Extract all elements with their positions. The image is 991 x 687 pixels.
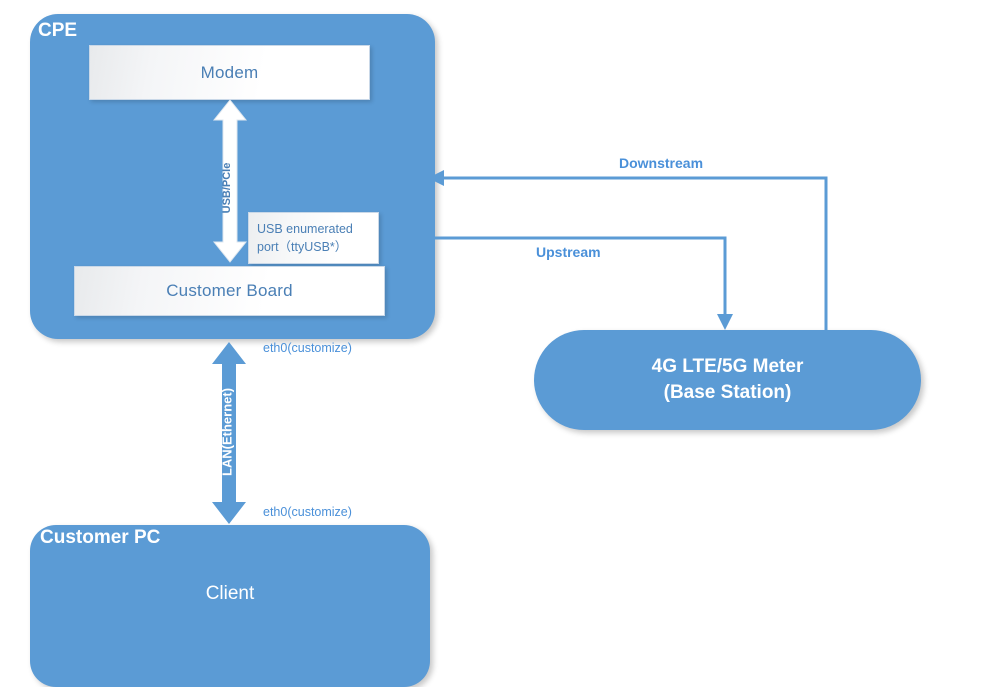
usb-note-text: USB enumerated port（ttyUSB*）: [257, 220, 353, 256]
usb-note-line2: port（ttyUSB*）: [257, 240, 348, 254]
base-station-line1: 4G LTE/5G Meter: [651, 355, 804, 377]
downstream-connector: [428, 170, 828, 332]
customer-pc-title: Customer PC: [40, 527, 161, 548]
modem-label: Modem: [200, 62, 259, 82]
usb-pcie-label: USB/PCIe: [221, 162, 233, 214]
usb-note-line1: USB enumerated: [257, 221, 353, 236]
base-station-line2: (Base Station): [663, 382, 792, 403]
customer-pc-container[interactable]: Client: [30, 525, 430, 687]
eth0-label-bottom: eth0(customize): [263, 505, 352, 519]
client-label: Client: [205, 583, 255, 604]
downstream-label: Downstream: [619, 155, 704, 171]
eth0-label-top: eth0(customize): [263, 341, 352, 355]
lan-ethernet-label: LAN(Ethernet): [219, 387, 235, 477]
cpe-title: CPE: [38, 20, 78, 41]
usb-pcie-arrow: USB/PCIe: [210, 98, 250, 264]
base-station-label: 4G LTE/5G Meter (Base Station): [652, 354, 804, 406]
lan-ethernet-arrow: LAN(Ethernet): [208, 340, 250, 526]
customer-board-label: Customer Board: [166, 281, 293, 300]
upstream-label: Upstream: [536, 244, 601, 260]
base-station-container[interactable]: 4G LTE/5G Meter (Base Station): [534, 330, 921, 430]
customer-board-box[interactable]: Customer Board: [74, 266, 385, 316]
modem-box[interactable]: Modem: [89, 45, 370, 100]
usb-enumerated-port-note[interactable]: USB enumerated port（ttyUSB*）: [248, 212, 379, 264]
